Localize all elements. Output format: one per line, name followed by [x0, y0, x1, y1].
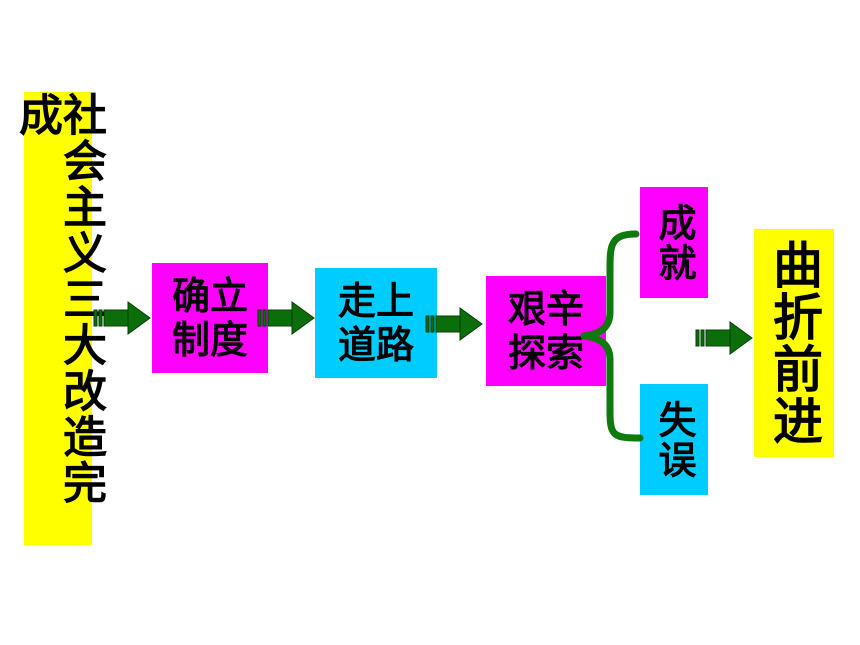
arrow-icon-4 — [695, 321, 753, 355]
node-explore-line1: 艰辛 — [507, 287, 584, 331]
node-road-line1: 走上 — [337, 279, 414, 323]
node-establish-line2: 制度 — [171, 318, 248, 362]
node-establish-system: 确立 制度 — [152, 263, 268, 373]
node-start-label: 社会主义三大改造完成 — [11, 92, 106, 506]
node-achievement: 成就 — [640, 187, 708, 298]
node-end: 曲折前进 — [754, 229, 834, 457]
node-take-road: 走上 道路 — [315, 268, 437, 378]
node-explore-line2: 探索 — [507, 331, 584, 375]
node-mistake-label: 失误 — [652, 399, 696, 480]
node-end-label: 曲折前进 — [765, 239, 823, 447]
node-arduous-exploration: 艰辛 探索 — [486, 276, 606, 386]
node-establish-line1: 确立 — [171, 274, 248, 318]
node-road-line2: 道路 — [337, 323, 414, 367]
node-mistake: 失误 — [640, 384, 708, 495]
node-start: 社会主义三大改造完成 — [11, 92, 106, 545]
node-achievement-label: 成就 — [652, 202, 696, 283]
